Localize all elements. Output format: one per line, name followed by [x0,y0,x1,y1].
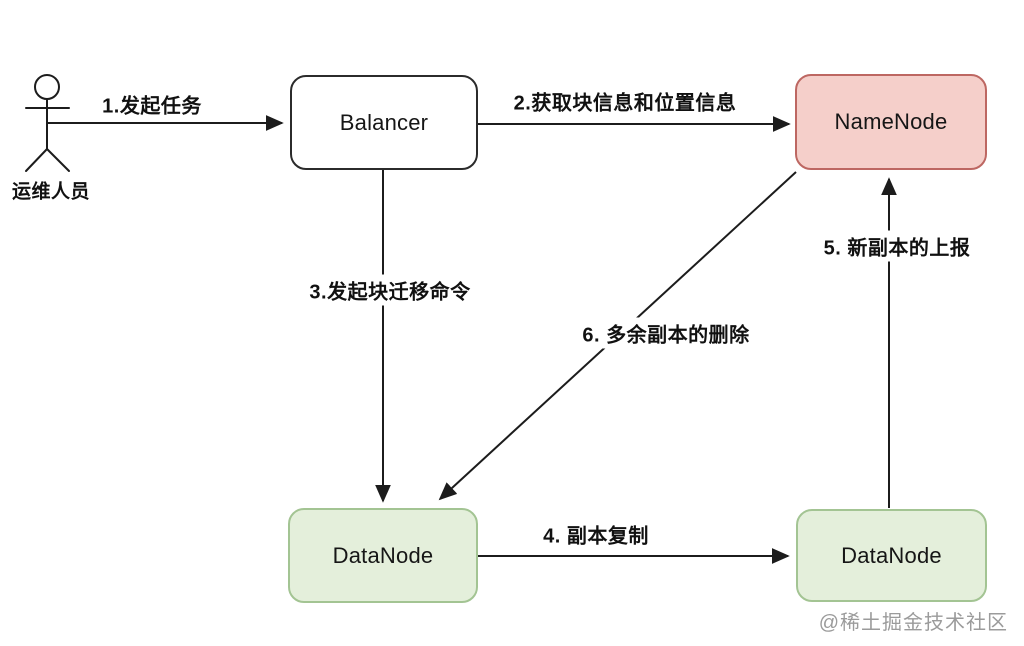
edge-3-label: 3.发起块迁移命令 [305,274,475,306]
edge-5-label: 5. 新副本的上报 [819,230,975,262]
person-icon [25,74,70,172]
node-balancer: Balancer [290,75,478,170]
edge-4-label: 4. 副本复制 [539,518,653,550]
edge-1-label: 1.发起任务 [98,88,206,120]
watermark: @稀土掘金技术社区 [818,612,1008,634]
edge-2-label: 2.获取块信息和位置信息 [509,85,741,117]
node-balancer-label: Balancer [339,109,429,135]
node-datanode-right-label: DataNode [841,542,942,568]
node-namenode-label: NameNode [834,109,948,134]
edge-6-label: 6. 多余副本的删除 [578,317,754,349]
node-datanode-left: DataNode [288,508,478,603]
node-namenode: NameNode [795,74,987,170]
actor-label: 运维人员 [11,181,91,203]
node-datanode-right: DataNode [796,509,987,602]
node-datanode-left-label: DataNode [332,542,434,568]
